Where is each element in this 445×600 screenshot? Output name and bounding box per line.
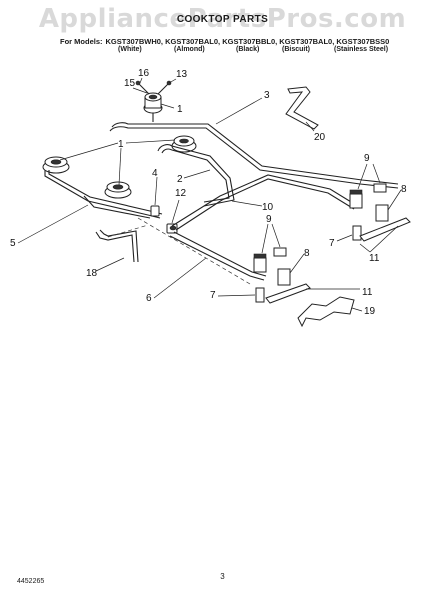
callout-10: 10 [262, 202, 274, 213]
callout-8: 8 [304, 248, 310, 259]
color-label: (Stainless Steel) [334, 46, 389, 53]
color-label: (Almond) [174, 46, 205, 53]
callout-9: 9 [266, 214, 272, 225]
callout-5: 5 [10, 238, 16, 249]
burner-valve-top [135, 80, 172, 122]
model-list: For Models:KGST307BWH0, KGST307BAL0, KGS… [60, 37, 389, 46]
callout-18: 18 [86, 268, 98, 279]
page-title: COOKTOP PARTS [176, 14, 269, 25]
callout-1: 1 [177, 104, 183, 115]
valve-center [253, 247, 291, 303]
color-label: (Black) [236, 46, 260, 53]
callout-7: 7 [329, 238, 335, 249]
color-label: (Biscuit) [282, 46, 310, 53]
callout-4: 4 [152, 168, 158, 179]
page-number: 3 [220, 572, 225, 581]
callout-12: 12 [175, 188, 187, 199]
valve-right-rear [349, 183, 389, 241]
callout-15: 15 [124, 78, 136, 89]
callout-13: 13 [176, 69, 188, 80]
document-code: 4452265 [17, 578, 45, 585]
burner-center-rear [171, 135, 197, 153]
callout-11: 11 [369, 253, 380, 264]
callout-8: 8 [401, 184, 407, 195]
callout-3: 3 [264, 90, 270, 101]
models-prefix: For Models: [60, 37, 103, 46]
callout-6: 6 [146, 293, 152, 304]
exploded-parts-diagram: 16 15 13 1 3 20 1 9 2 4 12 8 10 9 5 7 8 … [10, 68, 411, 328]
burner-left-rear [42, 156, 70, 174]
callout-7: 7 [210, 290, 216, 301]
callout-2: 2 [177, 174, 183, 185]
callout-9: 9 [364, 153, 370, 164]
callout-1: 1 [118, 139, 124, 150]
models-numbers: KGST307BWH0, KGST307BAL0, KGST307BBL0, K… [105, 37, 390, 46]
callout-20: 20 [314, 132, 326, 143]
page-header: AppliancePartsPros.com COOKTOP PARTS For… [0, 0, 445, 60]
burner-left-front [104, 181, 132, 199]
callout-11: 11 [362, 287, 373, 298]
callout-19: 19 [364, 306, 376, 317]
callout-16: 16 [138, 68, 150, 79]
color-label: (White) [118, 46, 142, 53]
